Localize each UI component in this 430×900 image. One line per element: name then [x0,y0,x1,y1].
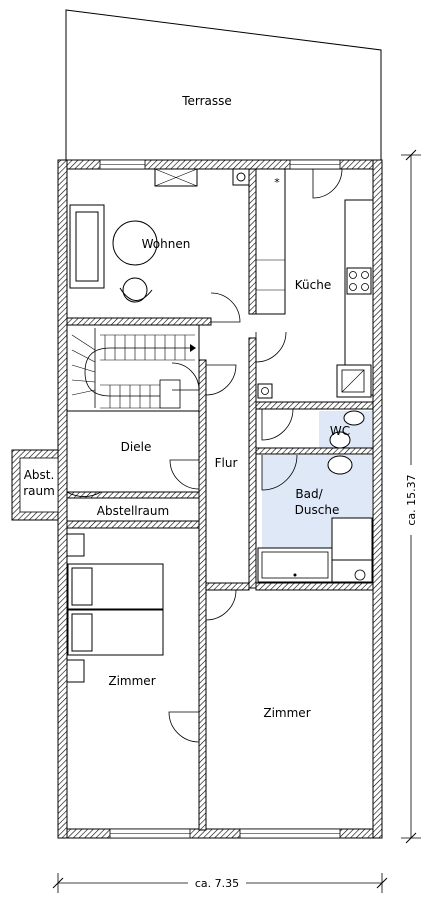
staircase [66,324,200,412]
label-terrace: Terrasse [181,94,232,108]
width-dimension-label: ca. 7.35 [195,877,239,890]
label-room-left: Zimmer [108,674,155,688]
interior-walls [66,168,374,831]
label-kitchen: Küche [295,278,331,292]
label-bath-1: Bad/ [295,487,323,501]
label-living: Wohnen [142,237,191,251]
label-storage: Abstellraum [97,504,169,518]
label-bath-2: Dusche [295,503,340,517]
kitchen-furniture: * [255,168,374,399]
kitchen-marker: * [274,176,280,189]
height-dimension-label: ca. 15.37 [405,474,418,525]
label-room-right: Zimmer [263,706,310,720]
label-wc: WC [330,424,350,438]
label-small-storage-2: raum [23,484,55,498]
dimension-width: ca. 7.35 [52,873,388,893]
bedroom-furniture [66,533,164,683]
label-small-storage-1: Abst. [24,468,55,482]
label-corridor: Flur [215,456,238,470]
terrace-outline [65,9,382,161]
top-windows [99,159,341,839]
living-furniture [69,168,250,303]
room-labels: Terrasse Wohnen Küche Diele Flur WC Bad/… [23,94,350,720]
bath-fixtures [257,410,373,583]
door-swings [66,168,343,743]
dimension-height: ca. 15.37 [401,149,421,844]
label-hall: Diele [121,440,152,454]
